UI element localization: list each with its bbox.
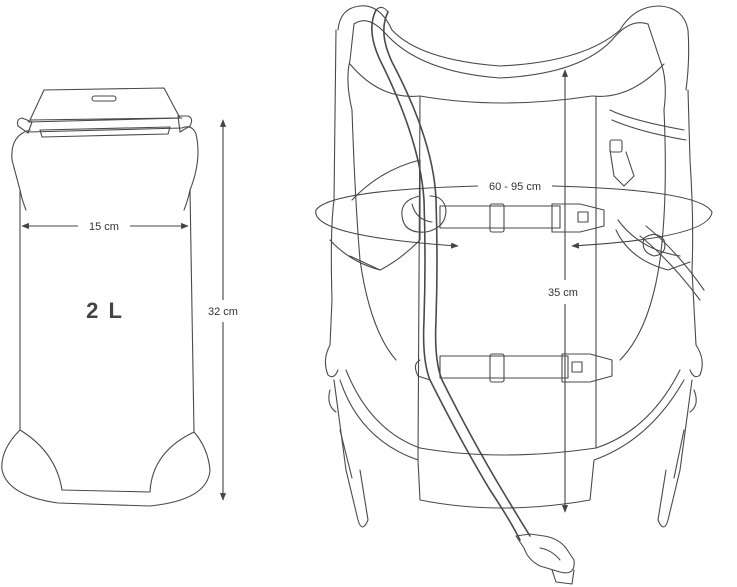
vest-chest-label: 60 - 95 cm <box>489 181 541 193</box>
reservoir-height-label: 32 cm <box>208 306 238 318</box>
reservoir-illustration <box>1 87 211 507</box>
reservoir-height-dimension: 32 cm <box>204 119 242 501</box>
vest-height-label: 35 cm <box>548 287 578 299</box>
vest-height-dimension: 35 cm <box>544 69 584 513</box>
reservoir-width-label: 15 cm <box>89 221 119 233</box>
handle-slot <box>91 95 117 102</box>
vest-illustration <box>324 5 705 585</box>
reservoir-volume-label: 2 L <box>86 298 124 323</box>
reservoir-width-dimension: 15 cm <box>21 221 189 233</box>
vest-chest-dimension: 60 - 95 cm <box>315 181 713 249</box>
